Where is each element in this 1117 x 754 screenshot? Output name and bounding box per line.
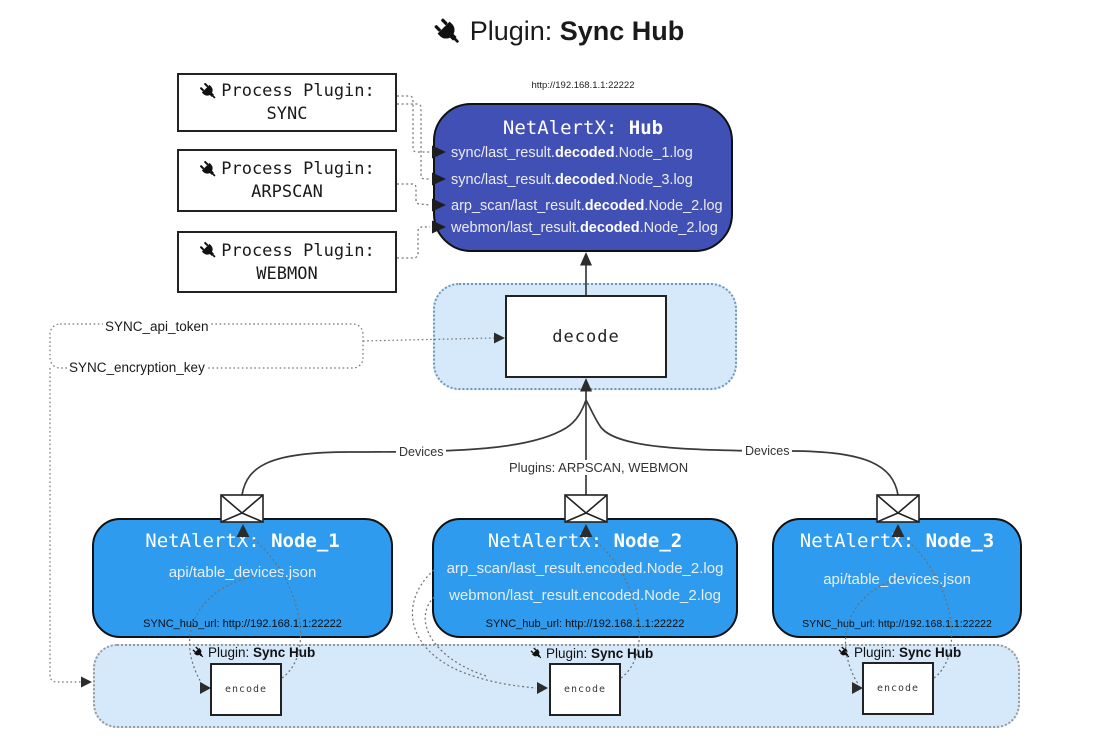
process-plugin-box-sync: Process Plugin: SYNC (177, 73, 397, 132)
node-file-row: arp_scan/last_result.encoded.Node_2.log (446, 560, 724, 577)
band-plugin-label: Plugin: Sync Hub (838, 645, 961, 660)
node-title: NetAlertX: Node_1 (145, 530, 340, 552)
band-plugin-label: Plugin: Sync Hub (530, 646, 653, 661)
band-plugin-label: Plugin: Sync Hub (192, 645, 315, 660)
plug-icon (192, 646, 205, 659)
node-file-row: api/table_devices.json (823, 571, 971, 588)
process-plugin-name: SYNC (266, 104, 308, 124)
process-plugin-label: Process Plugin: (221, 81, 375, 101)
node-box-node3: NetAlertX: Node_3 api/table_devices.json… (772, 518, 1022, 638)
process-plugin-label: Process Plugin: (221, 159, 375, 179)
decode-box: decode (505, 295, 667, 378)
sync-hub-url-label: SYNC_hub_url: http://192.168.1.1:22222 (802, 618, 992, 630)
node-title: NetAlertX: Node_2 (487, 530, 683, 552)
hub-url-label: http://192.168.1.1:22222 (531, 80, 635, 91)
hub-log-row: webmon/last_result.decoded.Node_2.log (451, 220, 718, 236)
process-plugin-label: Process Plugin: (221, 240, 375, 261)
plug-icon (199, 160, 218, 179)
process-plugin-name: WEBMON (256, 263, 318, 284)
process-plugin-box-arpscan: Process Plugin: ARPSCAN (177, 149, 397, 212)
node-title: NetAlertX: Node_3 (799, 530, 995, 552)
encode-box: encode (549, 663, 621, 716)
node-file-row: api/table_devices.json (168, 564, 317, 581)
sync-hub-url-label: SYNC_hub_url: http://192.168.1.1:22222 (143, 618, 342, 630)
sync-hub-url-label: SYNC_hub_url: http://192.168.1.1:22222 (485, 618, 685, 630)
node-box-node2: NetAlertX: Node_2 arp_scan/last_result.e… (432, 518, 738, 638)
hub-log-row: arp_scan/last_result.decoded.Node_2.log (451, 198, 723, 214)
plug-icon (199, 241, 218, 260)
hub-box: NetAlertX: Hub sync/last_result.decoded.… (433, 103, 733, 252)
process-plugin-name: ARPSCAN (251, 182, 323, 202)
process-plugin-box-webmon: Process Plugin: WEBMON (177, 231, 397, 293)
hub-log-row: sync/last_result.decoded.Node_3.log (451, 172, 693, 188)
node-file-row: webmon/last_result.encoded.Node_2.log (449, 587, 721, 604)
plug-icon (838, 646, 851, 659)
hub-log-row: sync/last_result.decoded.Node_1.log (451, 145, 693, 161)
hub-title: NetAlertX: Hub (502, 117, 664, 139)
encode-box: encode (862, 662, 934, 715)
node-box-node1: NetAlertX: Node_1 api/table_devices.json… (92, 518, 393, 638)
encode-box: encode (210, 663, 282, 716)
plug-icon (530, 647, 543, 660)
plug-icon (199, 82, 218, 101)
